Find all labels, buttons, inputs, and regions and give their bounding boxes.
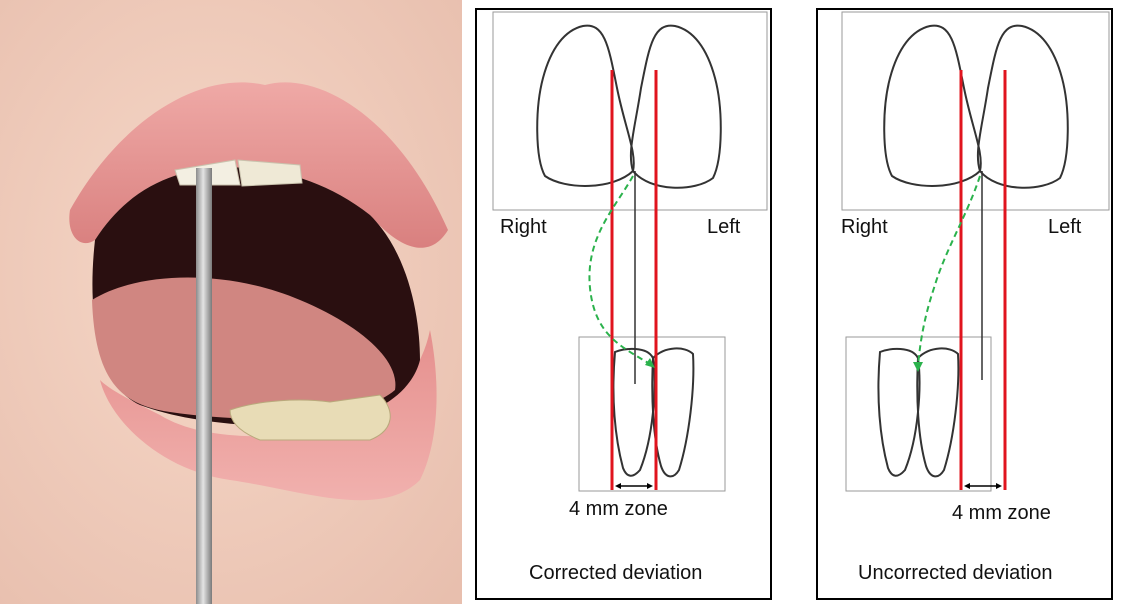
right-side-label: Right bbox=[841, 216, 888, 239]
open-mouth-photo bbox=[0, 0, 462, 604]
panel-caption: Uncorrected deviation bbox=[858, 562, 1053, 585]
uncorrected-deviation-panel: Right Left 4 mm zone Uncorrected deviati… bbox=[816, 8, 1113, 600]
zone-label: 4 mm zone bbox=[952, 502, 1051, 525]
measuring-rod bbox=[196, 168, 212, 604]
zone-label: 4 mm zone bbox=[569, 498, 668, 521]
panel-caption: Corrected deviation bbox=[529, 562, 702, 585]
upper-incisor-left bbox=[238, 160, 302, 186]
mouth-illustration bbox=[0, 0, 462, 604]
left-side-label: Left bbox=[1048, 216, 1081, 239]
right-side-label: Right bbox=[500, 216, 547, 239]
corrected-deviation-panel: Right Left 4 mm zone Corrected deviation bbox=[475, 8, 772, 600]
left-side-label: Left bbox=[707, 216, 740, 239]
